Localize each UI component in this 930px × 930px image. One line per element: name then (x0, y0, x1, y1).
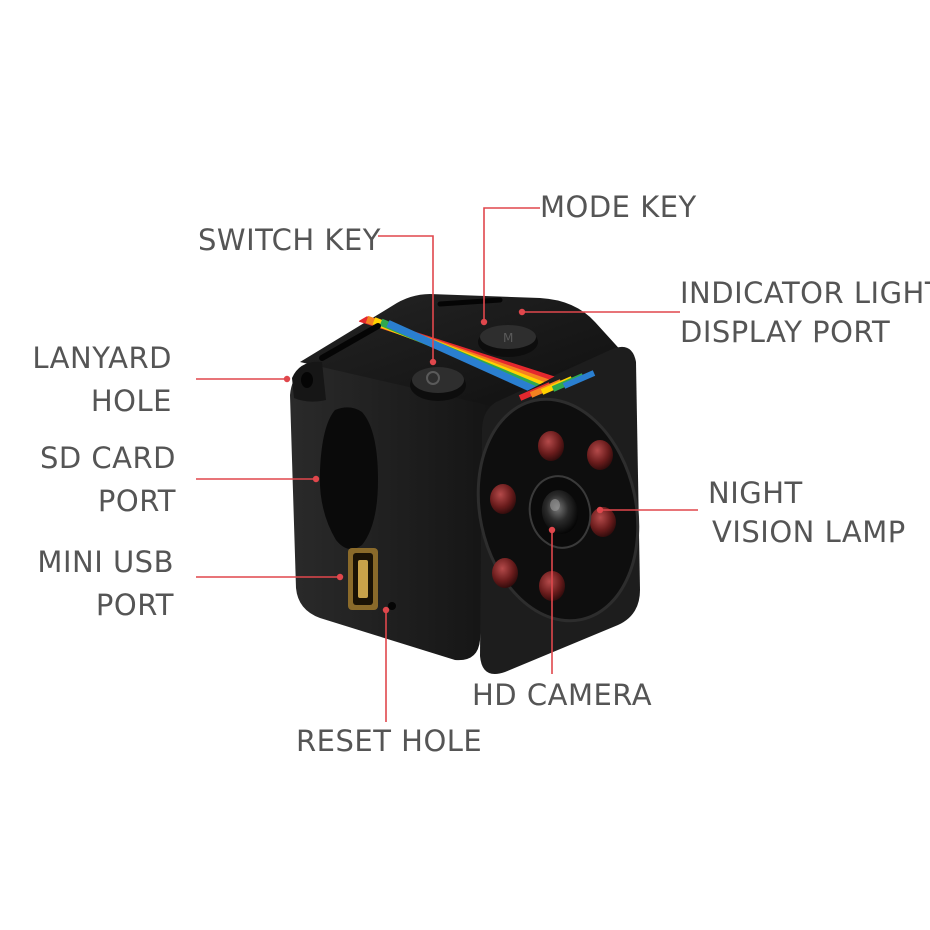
label-hd-camera: HD CAMERA (472, 678, 653, 712)
label-usb-port: PORT (95, 588, 174, 622)
label-mode-key: MODE KEY (540, 190, 697, 224)
stripe-band (386, 320, 610, 405)
switch-key-button-graphic (410, 367, 466, 401)
label-sd-port: PORT (97, 484, 176, 518)
led-lamp (538, 431, 564, 461)
label-mini-usb: MINI USB (37, 545, 174, 579)
callout-dot-icon (548, 526, 556, 534)
label-sd-card: SD CARD (39, 441, 176, 475)
mini-usb-port-graphic (348, 548, 378, 610)
night-vision-leds (490, 431, 616, 601)
mode-key-button-graphic: M (478, 325, 538, 357)
stripe-band-front (562, 370, 596, 389)
hd-camera-lens (528, 475, 592, 549)
callout-lines (196, 207, 698, 722)
label-switch-key: SWITCH KEY (198, 223, 381, 257)
label-reset-hole: RESET HOLE (296, 724, 483, 758)
label-hole: HOLE (90, 384, 172, 418)
callout-mode-key (483, 207, 540, 322)
led-lamp (490, 484, 516, 514)
label-display-port: DISPLAY PORT (680, 315, 891, 349)
sd-card-slot (319, 407, 378, 549)
reset-hole-graphic (388, 602, 396, 610)
callout-switch-key (378, 235, 434, 362)
vent-slot (437, 297, 503, 307)
callout-dot-icon (336, 573, 344, 581)
label-lanyard: LANYARD (32, 341, 172, 375)
led-lamp (587, 440, 613, 470)
callout-dot-icon (518, 308, 526, 316)
led-lamp (590, 507, 616, 537)
callout-dot-icon (429, 358, 437, 366)
label-indicator-light: INDICATOR LIGHT (680, 276, 930, 310)
vent-slot (319, 323, 381, 361)
callout-dot-icon (596, 506, 604, 514)
callout-dot-icon (382, 606, 390, 614)
lanyard-hole-graphic (301, 372, 313, 388)
label-night: NIGHT (708, 476, 803, 510)
label-vision-lamp: VISION LAMP (712, 515, 906, 549)
svg-text:M: M (503, 331, 513, 345)
callout-dot-icon (283, 375, 291, 383)
callout-dot-icon (480, 318, 488, 326)
callout-dot-icon (312, 475, 320, 483)
rainbow-stripe-front (518, 370, 596, 401)
led-lamp (492, 558, 518, 588)
